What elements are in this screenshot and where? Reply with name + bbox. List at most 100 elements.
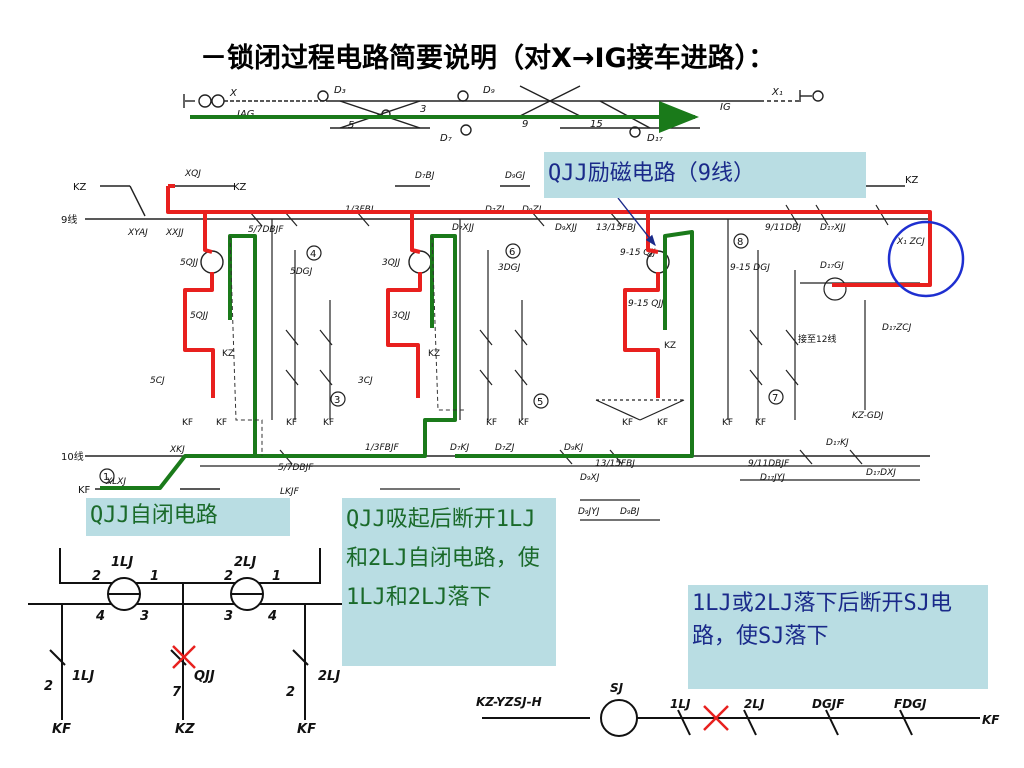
- label-d17kj: D₁₇KJ: [826, 438, 849, 448]
- relay-coils: [200, 250, 670, 274]
- label-x1: X₁: [771, 87, 783, 98]
- lj-contact-cross: [703, 705, 729, 731]
- label-iag: IAG: [237, 109, 255, 120]
- label-x1zcj: X₁ ZCJ: [896, 237, 925, 247]
- label-1lj-contact: 1LJ: [72, 669, 94, 684]
- label-1lj-coil: 1LJ: [111, 555, 133, 570]
- svg-text:KF: KF: [286, 418, 297, 428]
- qjj-contact-cross: [172, 645, 196, 669]
- note-qjj-excitation: QJJ励磁电路（9线）: [544, 152, 866, 198]
- label-d3: D₃: [334, 85, 346, 96]
- label-5cj: 5CJ: [150, 376, 165, 386]
- label-d9gj: D₉GJ: [505, 171, 526, 181]
- label-d9jyj: D₉JYJ: [578, 507, 600, 517]
- label-d17: D₁₇: [647, 133, 663, 144]
- signal-x-lamp-2: [211, 94, 225, 108]
- svg-text:1: 1: [103, 472, 109, 483]
- label-1-3fbjf: 1/3FBJF: [365, 443, 399, 453]
- label-915dgj: 9-15 DGJ: [730, 263, 770, 273]
- label-915qjj: 9-15 QJJ: [620, 248, 656, 258]
- svg-text:7: 7: [172, 685, 182, 700]
- label-3qjj-contact: 3QJJ: [392, 311, 410, 321]
- label-d7xjj: D₇XJJ: [452, 223, 474, 233]
- label-xyaj: XYAJ: [127, 228, 148, 238]
- svg-text:KF: KF: [722, 418, 733, 428]
- label-915qjj-contact: 9-15 QJJ: [628, 299, 664, 309]
- label-switch-15: 15: [590, 119, 603, 130]
- label-2lj-coil: 2LJ: [234, 555, 256, 570]
- svg-text:1: 1: [150, 569, 159, 584]
- label-fdgj: FDGJ: [894, 697, 927, 711]
- svg-text:5: 5: [537, 397, 543, 408]
- label-kz-yzsj-h: KZ-YZSJ-H: [476, 695, 542, 709]
- svg-text:4: 4: [310, 249, 316, 260]
- label-d17gj: D₁₇GJ: [820, 261, 844, 271]
- svg-text:7: 7: [772, 393, 778, 404]
- note-lj-drop: 1LJ或2LJ落下后断开SJ电路，使SJ落下: [688, 585, 988, 689]
- lj-circuit: [28, 548, 345, 720]
- label-kf-10line: KF: [78, 485, 91, 496]
- dashed-return-path: [229, 235, 464, 456]
- label-kf-3: KF: [297, 722, 316, 737]
- label-xkj: XKJ: [169, 445, 185, 455]
- numbered-markers: 4 3 6 5 8 7 1: [99, 233, 784, 484]
- label-xqj: XQJ: [184, 169, 201, 179]
- label-ig: IG: [720, 102, 731, 113]
- label-d17xjj: D₁₇XJJ: [820, 223, 846, 233]
- label-dgjf: DGJF: [812, 697, 845, 711]
- label-2lj-contact: 2LJ: [318, 669, 340, 684]
- label-sj: SJ: [610, 681, 624, 695]
- label-d17dxj: D₁₇DXJ: [866, 468, 896, 478]
- label-d7: D₇: [440, 133, 452, 144]
- svg-text:2: 2: [92, 569, 101, 584]
- label-d9xj: D₉XJ: [580, 473, 600, 483]
- label-line10: 10线: [61, 450, 84, 463]
- svg-text:2: 2: [224, 569, 233, 584]
- page-title: －锁闭过程电路简要说明（对X→IG接车进路）：: [200, 43, 776, 74]
- x1-zcj-highlight: [887, 220, 965, 298]
- svg-text:KF: KF: [622, 418, 633, 428]
- coil-5qjj: [200, 250, 224, 274]
- label-9-11dbj: 9/11DBJ: [765, 223, 801, 233]
- label-switch-9: 9: [522, 119, 528, 130]
- svg-text:1: 1: [272, 569, 281, 584]
- label-kz-gdj: KZ-GDJ: [852, 411, 884, 421]
- label-to-line12: 接至12线: [798, 333, 836, 345]
- label-13-15fbj: 13/15FBJ: [596, 223, 636, 233]
- contacts: [249, 204, 889, 465]
- label-5-7dbjf: 5/7DBJF: [278, 463, 314, 473]
- label-x: X: [229, 88, 238, 99]
- label-d17jyj: D₁₇JYJ: [760, 473, 785, 483]
- label-xxjj: XXJJ: [165, 228, 184, 238]
- label-d9kj: D₉KJ: [564, 443, 583, 453]
- label-5qjj: 5QJJ: [180, 258, 198, 268]
- label-d7kj: D₇KJ: [450, 443, 469, 453]
- sj-circuit: [482, 699, 980, 737]
- lj-circuit-labels: 1LJ 2LJ 2 1 2 1 4 3 3 4 1LJ QJJ 2LJ 2 7 …: [44, 555, 340, 737]
- label-xlxj: XLXJ: [105, 477, 126, 487]
- label-qjj-contact: QJJ: [194, 669, 215, 684]
- label-sj-kf: KF: [982, 713, 1000, 727]
- track-labels: X IAG D₃ D₉ D₇ D₁₇ 5 3 9 15 IG X₁: [229, 85, 783, 144]
- qjj-excitation-path: [166, 184, 932, 398]
- label-switch-5: 5: [348, 120, 354, 131]
- label-d17zcj: D₁₇ZCJ: [882, 323, 912, 333]
- svg-text:KZ: KZ: [222, 349, 234, 359]
- relay-labels: XQJ XYAJ XXJJ 5QJJ 5QJJ 3QJJ 3QJJ 9-15 Q…: [105, 169, 925, 517]
- label-line9: 9线: [61, 213, 77, 226]
- label-sj-1lj: 1LJ: [670, 697, 691, 711]
- label-13-15fbjf: 13/15FBJ: [595, 459, 635, 469]
- label-kz-2: KZ: [175, 722, 195, 737]
- label-switch-3: 3: [420, 104, 426, 115]
- svg-text:3: 3: [140, 609, 149, 624]
- label-5-7dbj: 5/7DBJF: [248, 225, 284, 235]
- svg-text:KF: KF: [216, 418, 227, 428]
- label-d7bj: D₇BJ: [415, 171, 435, 181]
- svg-text:KF: KF: [518, 418, 529, 428]
- coil-3qjj: [408, 250, 432, 274]
- svg-text:3: 3: [334, 395, 340, 406]
- label-kz-left: KZ: [73, 182, 87, 193]
- label-d9: D₉: [483, 85, 495, 96]
- bus-labels: 9线 10线 KZ KZ KZ KF: [61, 175, 919, 496]
